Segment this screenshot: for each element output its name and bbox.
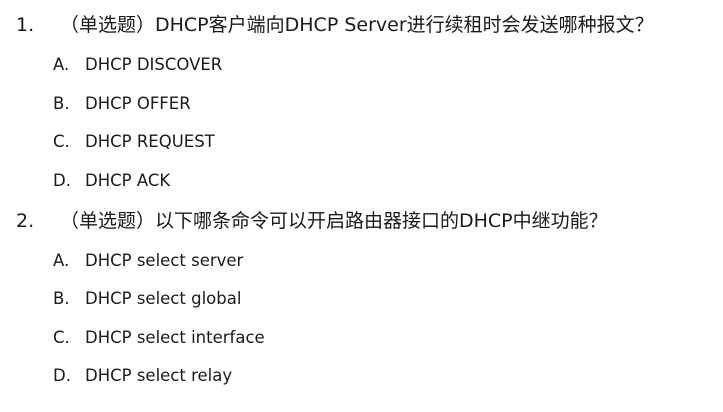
option-text: DHCP select relay — [85, 366, 233, 385]
option-letter: D. — [53, 366, 71, 385]
option-text: DHCP select interface — [85, 328, 265, 347]
option-letter: B. — [53, 289, 70, 308]
option-letter: A. — [53, 251, 70, 270]
option-text: DHCP ACK — [85, 171, 171, 190]
question-text: （单选题）DHCP客户端向DHCP Server进行续租时会发送哪种报文？ — [60, 14, 654, 36]
option-c[interactable]: C. DHCP select interface — [53, 327, 265, 349]
option-text: DHCP select server — [85, 251, 244, 270]
option-text: DHCP DISCOVER — [85, 55, 223, 74]
option-letter: C. — [53, 132, 70, 151]
option-d[interactable]: D. DHCP ACK — [53, 170, 170, 192]
option-letter: B. — [53, 94, 70, 113]
question-text: （单选题）以下哪条命令可以开启路由器接口的DHCP中继功能？ — [60, 210, 608, 232]
question-1: 1. （单选题）DHCP客户端向DHCP Server进行续租时会发送哪种报文？ — [16, 12, 654, 38]
option-letter: A. — [53, 55, 70, 74]
question-number: 2. — [16, 210, 35, 232]
question-number: 1. — [16, 14, 35, 36]
option-a[interactable]: A. DHCP DISCOVER — [53, 54, 222, 76]
option-c[interactable]: C. DHCP REQUEST — [53, 131, 215, 153]
option-b[interactable]: B. DHCP select global — [53, 288, 241, 310]
question-2: 2. （单选题）以下哪条命令可以开启路由器接口的DHCP中继功能？ — [16, 208, 608, 234]
option-letter: C. — [53, 328, 70, 347]
option-d[interactable]: D. DHCP select relay — [53, 365, 232, 387]
option-b[interactable]: B. DHCP OFFER — [53, 93, 191, 115]
option-text: DHCP select global — [85, 289, 242, 308]
option-a[interactable]: A. DHCP select server — [53, 250, 243, 272]
option-text: DHCP OFFER — [85, 94, 191, 113]
option-text: DHCP REQUEST — [85, 132, 215, 151]
option-letter: D. — [53, 171, 71, 190]
